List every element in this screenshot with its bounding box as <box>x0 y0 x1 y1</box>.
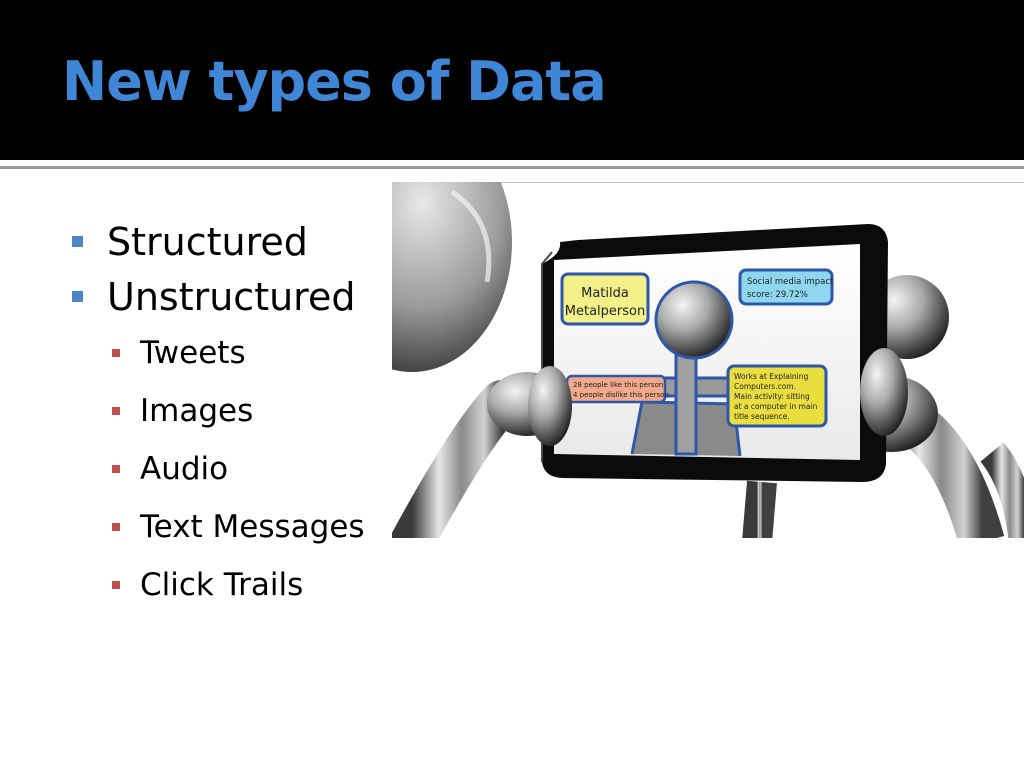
sub-bullet-label: Audio <box>140 451 229 487</box>
robot-tablet-illustration: Matilda Metalperson Social media impact … <box>392 182 1024 538</box>
social-line-1: Social media impact <box>747 277 834 287</box>
bullet-item-structured: Structured <box>72 214 365 269</box>
sub-bullet-list: Tweets Images Audio Text Messages Click … <box>72 324 365 614</box>
works-line-5: title sequence. <box>734 412 790 421</box>
social-score-card: Social media impact score: 29.72% <box>738 268 834 306</box>
sub-bullet-item: Tweets <box>112 324 365 382</box>
name-first-text: Matilda <box>581 286 629 301</box>
square-subbullet-icon <box>112 349 120 357</box>
tablet-device: Matilda Metalperson Social media impact … <box>541 224 888 482</box>
square-bullet-icon <box>72 236 83 247</box>
title-bar: New types of Data <box>0 0 1024 160</box>
likes-card: 28 people like this person 4 people disl… <box>565 374 669 404</box>
sub-bullet-label: Tweets <box>140 335 246 371</box>
name-card: Matilda Metalperson <box>560 272 650 326</box>
robot-right-hand-shape <box>860 348 908 436</box>
square-subbullet-icon <box>112 581 120 589</box>
slide-title: New types of Data <box>62 50 607 113</box>
likes-line-2: 4 people dislike this person <box>573 391 669 399</box>
social-line-2: score: 29.72% <box>747 290 808 300</box>
name-last-text: Metalperson <box>565 304 645 319</box>
square-subbullet-icon <box>112 465 120 473</box>
bullet-list: Structured Unstructured Tweets Images <box>72 214 365 614</box>
robot-left-hand-shape <box>528 366 572 446</box>
square-subbullet-icon <box>112 407 120 415</box>
bullet-label: Unstructured <box>107 274 356 319</box>
works-line-1: Works at Explaining <box>734 372 808 381</box>
sub-bullet-item: Images <box>112 382 365 440</box>
illustration-svg: Matilda Metalperson Social media impact … <box>392 182 1024 538</box>
square-subbullet-icon <box>112 523 120 531</box>
bullet-label: Structured <box>107 219 308 264</box>
title-divider <box>0 160 1024 166</box>
robot-leg-shape <box>742 480 777 538</box>
title-divider-line <box>0 166 1024 169</box>
works-card: Works at Explaining Computers.com. Main … <box>726 364 828 428</box>
likes-line-1: 28 people like this person <box>573 381 663 389</box>
sub-bullet-item: Audio <box>112 440 365 498</box>
square-bullet-icon <box>72 291 83 302</box>
sub-bullet-item: Text Messages <box>112 498 365 556</box>
sub-bullet-label: Text Messages <box>140 509 365 545</box>
works-line-2: Computers.com. <box>734 382 796 391</box>
sub-bullet-item: Click Trails <box>112 556 365 614</box>
works-line-4: at a computer in main <box>734 402 818 411</box>
bullet-item-unstructured: Unstructured Tweets Images Audio Text M <box>72 269 365 614</box>
chrome-head-shape <box>392 182 512 372</box>
sub-bullet-label: Images <box>140 393 254 429</box>
works-line-3: Main activity: sitting <box>734 392 810 401</box>
sub-bullet-label: Click Trails <box>140 567 304 603</box>
